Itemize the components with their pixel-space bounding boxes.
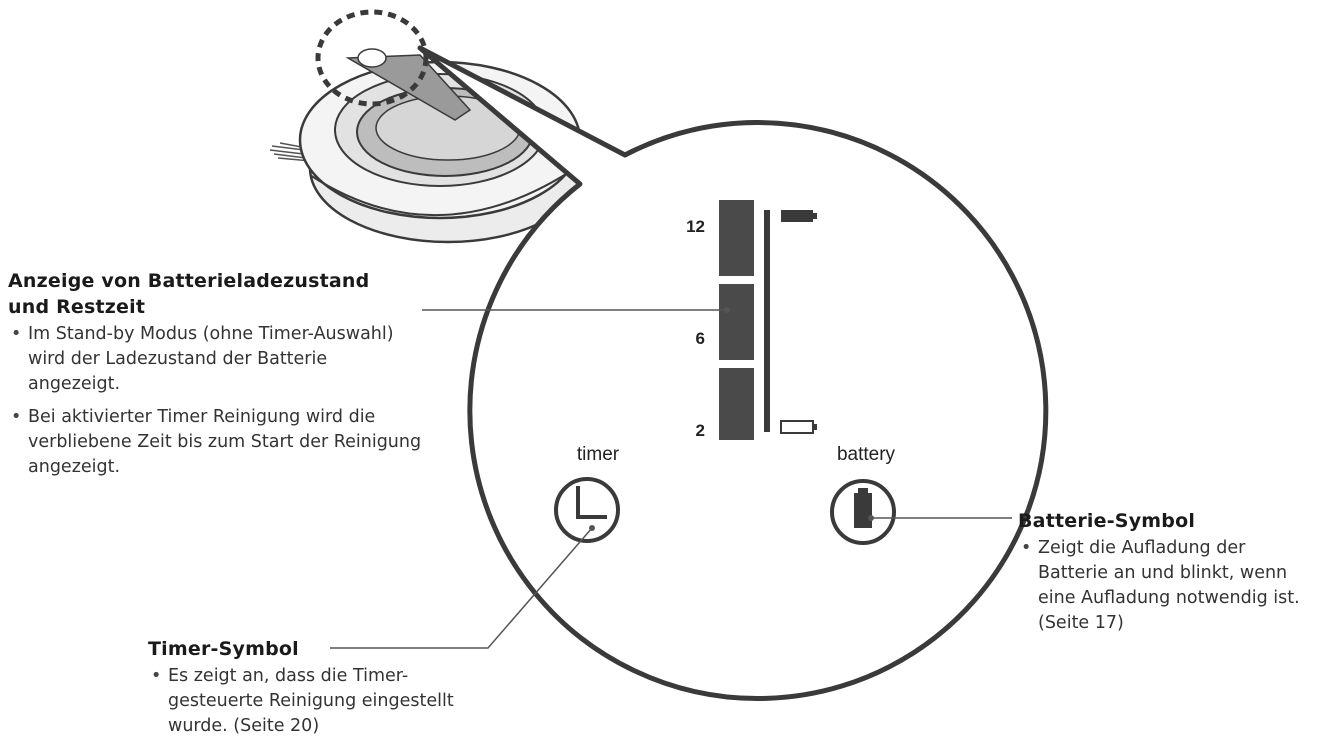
callout-timer-symbol-title: Timer-Symbol bbox=[148, 638, 299, 660]
callout-battery-status-list: Im Stand-by Modus (ohne Timer-Auswahl) w… bbox=[8, 322, 428, 480]
battery-empty-icon bbox=[780, 420, 817, 434]
callout-battery-symbol: Batterie-Symbol Zeigt die Aufladung der … bbox=[1018, 508, 1330, 636]
timer-label: timer bbox=[577, 444, 620, 465]
battery-full-icon bbox=[781, 210, 817, 222]
callout-timer-symbol-bullet-1: Es zeigt an, dass die Timer-gesteuerte R… bbox=[148, 664, 478, 739]
level-bar bbox=[764, 210, 770, 432]
callout-battery-symbol-list: Zeigt die Aufladung der Batterie an und … bbox=[1018, 536, 1330, 636]
clock-icon bbox=[554, 477, 620, 543]
scale-label-12: 12 bbox=[686, 217, 705, 236]
callout-battery-status-bullet-1: Im Stand-by Modus (ohne Timer-Auswahl) w… bbox=[8, 322, 413, 397]
battery-icon bbox=[830, 479, 896, 545]
battery-label: battery bbox=[837, 444, 896, 465]
leader-timer-symbol bbox=[330, 527, 593, 649]
scale-label-6: 6 bbox=[696, 329, 705, 348]
callout-battery-status-bullet-2: Bei aktivierter Timer Reinigung wird die… bbox=[8, 405, 428, 480]
level-segment-top bbox=[719, 200, 754, 276]
highlight-dotted-circle bbox=[315, 9, 429, 107]
callout-battery-symbol-bullet-1: Zeigt die Aufladung der Batterie an und … bbox=[1018, 536, 1308, 636]
callout-battery-status: Anzeige von Batterieladezustand und Rest… bbox=[8, 268, 428, 480]
callout-timer-symbol: Timer-Symbol Es zeigt an, dass die Timer… bbox=[148, 636, 488, 739]
level-segment-bottom bbox=[719, 368, 754, 440]
callout-battery-symbol-title: Batterie-Symbol bbox=[1018, 510, 1196, 532]
leader-lines bbox=[330, 307, 1012, 649]
callout-battery-status-title: Anzeige von Batterieladezustand und Rest… bbox=[8, 270, 370, 318]
callout-timer-symbol-list: Es zeigt an, dass die Timer-gesteuerte R… bbox=[148, 664, 488, 739]
scale-label-2: 2 bbox=[696, 421, 705, 440]
level-segment-mid bbox=[719, 284, 754, 360]
display-panel: 12 6 2 timer battery bbox=[554, 200, 896, 545]
